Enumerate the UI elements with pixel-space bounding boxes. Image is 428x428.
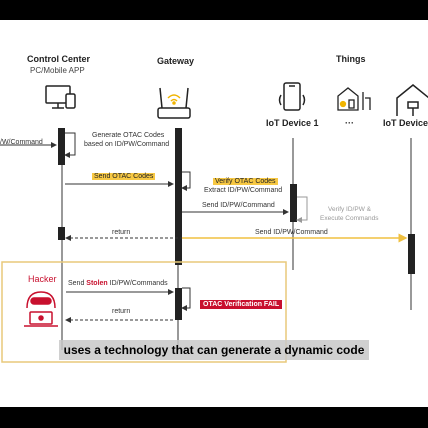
activation-iot1 bbox=[290, 184, 297, 222]
actor-things-title: Things bbox=[336, 54, 366, 64]
actor-gateway-title: Gateway bbox=[157, 56, 195, 66]
label-send-idpw: Send ID/PW/Command bbox=[202, 202, 275, 209]
label-otac-fail: OTAC Verification FAIL bbox=[200, 300, 283, 309]
activation-cc-1 bbox=[58, 128, 65, 165]
actor-control-center-subtitle: PC/Mobile APP bbox=[30, 66, 85, 75]
actor-control-center-title: Control Center bbox=[27, 54, 90, 64]
hacker-label: Hacker bbox=[28, 274, 57, 284]
arrow-otac-fail bbox=[181, 287, 191, 311]
label-verify-exec-1: Verify ID/PW & bbox=[328, 206, 371, 213]
arrow-verify-otac bbox=[181, 171, 191, 191]
smart-home-icon bbox=[337, 87, 371, 111]
smartphone-icon bbox=[278, 82, 306, 111]
subtitle-caption: uses a technology that can generate a dy… bbox=[58, 340, 370, 360]
house-icon bbox=[396, 84, 428, 116]
activation-iotn bbox=[408, 234, 415, 274]
router-icon bbox=[157, 87, 191, 119]
label-extract: Extract ID/PW/Command bbox=[204, 187, 283, 194]
label-verify-otac: Verify OTAC Codes bbox=[213, 178, 278, 185]
arrow-generate-otac bbox=[64, 132, 76, 158]
label-send-stolen: Send Stolen ID/PW/Commands bbox=[68, 280, 168, 287]
label-send-idpw-n: Send ID/PW/Command bbox=[255, 229, 328, 236]
pc-mobile-icon bbox=[45, 85, 76, 109]
label-send-otac: Send OTAC Codes bbox=[92, 173, 156, 180]
activation-gw-1 bbox=[175, 128, 182, 265]
hacker-icon bbox=[24, 291, 58, 327]
arrow-verify-execute bbox=[296, 196, 308, 223]
subtitle-caption-wrap: uses a technology that can generate a dy… bbox=[0, 340, 428, 360]
label-return-hacker: return bbox=[112, 308, 131, 315]
activation-cc-2 bbox=[58, 227, 65, 240]
label-incoming-command: /W/Command bbox=[0, 139, 43, 146]
label-generate-2: based on ID/PW/Command bbox=[84, 141, 170, 148]
label-verify-exec-2: Execute Commands bbox=[320, 215, 379, 222]
activation-gw-2 bbox=[175, 288, 182, 320]
hacker-box bbox=[1, 261, 287, 363]
actor-iot1-title: IoT Device 1 bbox=[266, 118, 319, 128]
label-generate-1: Generate OTAC Codes bbox=[92, 132, 165, 139]
label-return-cc: return bbox=[112, 229, 131, 236]
actor-iot-n-title: IoT Device bbox=[383, 118, 428, 128]
actor-iot-dots: ··· bbox=[345, 118, 354, 128]
diagram-canvas bbox=[0, 82, 428, 363]
